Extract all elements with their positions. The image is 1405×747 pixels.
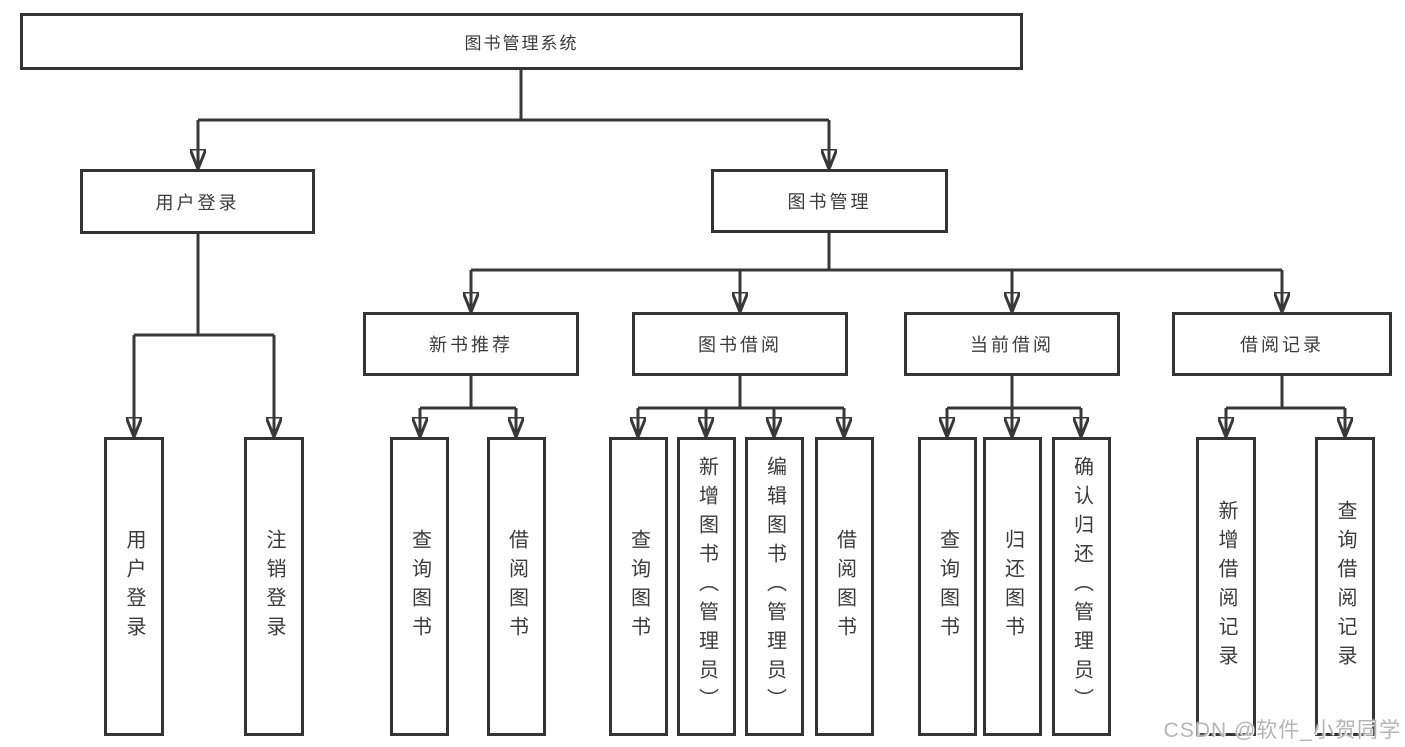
leaf-borrow-books-recommend: 借阅图书	[487, 437, 546, 736]
node-borrow-records: 借阅记录	[1172, 312, 1392, 376]
leaf-borrow-books: 借阅图书	[815, 437, 874, 736]
leaf-return-books-label: 归还图书	[1001, 528, 1024, 645]
leaf-query-books-borrow-label: 查询图书	[627, 528, 650, 645]
leaf-confirm-return-admin: 确认归还（管理员）	[1052, 437, 1111, 736]
leaf-query-borrow-record: 查询借阅记录	[1315, 437, 1375, 736]
leaf-query-books-current: 查询图书	[918, 437, 977, 736]
leaf-user-login: 用户登录	[104, 437, 164, 736]
leaf-borrow-books-label: 借阅图书	[833, 528, 856, 645]
leaf-query-borrow-record-label: 查询借阅记录	[1334, 499, 1356, 674]
leaf-query-books-recommend: 查询图书	[390, 437, 449, 736]
leaf-logout: 注销登录	[244, 437, 304, 736]
leaf-borrow-books-recommend-label: 借阅图书	[505, 528, 528, 645]
node-book-borrow: 图书借阅	[632, 312, 848, 376]
leaf-return-books: 归还图书	[983, 437, 1042, 736]
node-new-book-recommend: 新书推荐	[363, 312, 579, 376]
node-root: 图书管理系统	[20, 13, 1023, 70]
leaf-add-book-admin-label: 新增图书（管理员）	[695, 456, 718, 717]
leaf-query-books-recommend-label: 查询图书	[408, 528, 431, 645]
node-current-borrow: 当前借阅	[904, 312, 1120, 376]
leaf-user-login-label: 用户登录	[123, 528, 145, 645]
leaf-query-books-borrow: 查询图书	[609, 437, 668, 736]
leaf-query-books-current-label: 查询图书	[936, 528, 959, 645]
node-user-login: 用户登录	[80, 169, 315, 234]
connector-trunks	[134, 69, 1345, 410]
leaf-edit-book-admin: 编辑图书（管理员）	[745, 437, 804, 736]
leaf-confirm-return-admin-label: 确认归还（管理员）	[1070, 456, 1093, 717]
node-book-management: 图书管理	[711, 169, 948, 233]
leaf-add-book-admin: 新增图书（管理员）	[677, 437, 736, 736]
leaf-add-borrow-record-label: 新增借阅记录	[1215, 499, 1237, 674]
leaf-edit-book-admin-label: 编辑图书（管理员）	[763, 456, 786, 717]
leaf-logout-label: 注销登录	[263, 528, 285, 645]
leaf-add-borrow-record: 新增借阅记录	[1196, 437, 1256, 736]
csdn-watermark: CSDN @软件_小贺同学	[1163, 719, 1401, 742]
